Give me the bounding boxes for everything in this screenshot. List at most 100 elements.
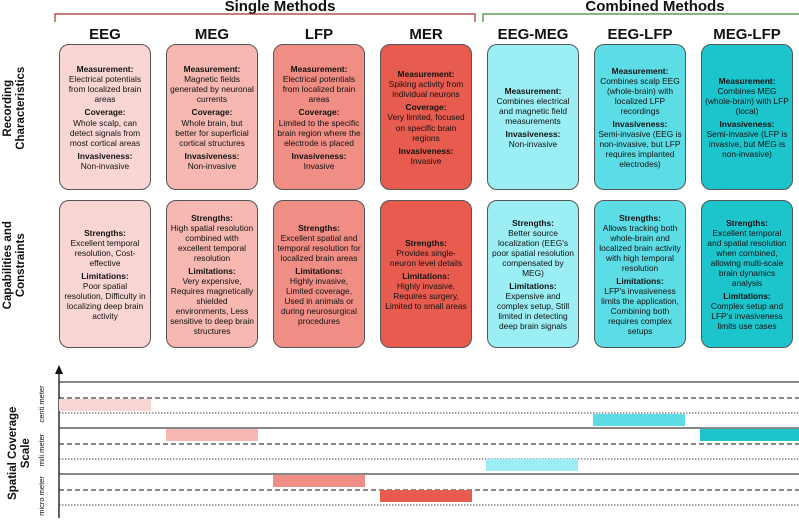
capabilities-card-meg: Strengths:High spatial resolution combin…	[166, 200, 258, 348]
card-field-text: Non-invasive	[187, 160, 237, 171]
column-header-lfp: LFP	[304, 26, 334, 43]
card-field-label: Strengths:	[512, 217, 554, 228]
capabilities-card-eeg: Strengths:Excellent temporal resolution,…	[59, 200, 151, 348]
recording-card-eeg: Measurement:Electrical potentials from l…	[59, 44, 151, 190]
card-field-label: Strengths:	[405, 237, 447, 248]
recording-card-lfp: Measurement:Electrical potentials from l…	[273, 44, 365, 190]
card-field-label: Strengths:	[84, 227, 126, 238]
card-field-label: Limitations:	[509, 281, 557, 292]
column-header-eeg-lfp: EEG-LFP	[607, 26, 673, 43]
card-field-label: Limitations:	[81, 270, 129, 281]
recording-card-eeg-meg: Measurement:Combines electrical and magn…	[487, 44, 579, 190]
card-field-text: Better source localization (EEG's poor s…	[492, 227, 574, 278]
card-field-text: Spiking activity from individual neurons	[388, 79, 464, 100]
recording-card-meg: Measurement:Magnetic fields generated by…	[166, 44, 258, 190]
card-field-text: Combines MEG (whole-brain) with LFP (loc…	[705, 85, 789, 116]
card-field-label: Strengths:	[726, 217, 768, 228]
card-field-label: Limitations:	[402, 270, 450, 281]
card-field-text: Highly invasive, Requires surgery, Limit…	[385, 281, 467, 312]
scale-bar-mer	[380, 490, 472, 502]
scale-bar-eeg-lfp	[593, 414, 685, 426]
column-header-eeg: EEG	[89, 26, 121, 43]
card-field-text: Semi-invasive (EEG is non-invasive, but …	[598, 129, 682, 170]
card-field-label: Measurement:	[290, 64, 348, 75]
card-field-label: Coverage:	[298, 107, 340, 118]
card-field-text: Invasive	[410, 155, 442, 166]
card-field-label: Limitations:	[295, 265, 343, 276]
y-axis-arrow-icon	[55, 365, 63, 374]
card-field-label: Strengths:	[191, 212, 233, 223]
scale-bar-meg	[166, 429, 258, 441]
card-field-label: Coverage:	[405, 102, 447, 113]
combined-methods-bracket	[482, 13, 799, 22]
card-field-text: Whole scalp, can detect signals from mos…	[69, 117, 141, 148]
scale-label-micro: micro meter	[37, 476, 47, 516]
card-field-text: Limited to the specific brain region whe…	[277, 117, 361, 148]
capabilities-card-meg-lfp: Strengths:Excellent temporal and spatial…	[701, 200, 793, 348]
card-field-text: Very expensive, Requires magnetically sh…	[170, 276, 254, 337]
combined-methods-title: Combined Methods	[585, 0, 725, 15]
column-header-mer: MER	[409, 26, 443, 43]
card-field-label: Measurement:	[397, 69, 455, 80]
scale-bar-eeg-meg	[486, 459, 578, 471]
column-header-eeg-meg: EEG-MEG	[497, 26, 569, 43]
card-field-text: Non-invasive	[508, 139, 558, 150]
row-label-recording: Recording Characteristics	[1, 66, 27, 150]
card-field-text: Highly invasive, Limited coverage, Used …	[281, 276, 357, 327]
card-field-label: Invasiveness:	[398, 145, 454, 156]
card-field-text: Very limited, focused on specific brain …	[387, 112, 465, 143]
card-field-text: Poor spatial resolution, Difficulty in l…	[64, 281, 146, 322]
card-field-text: Magnetic fields generated by neuronal cu…	[170, 74, 254, 105]
scale-bar-lfp	[273, 475, 365, 487]
card-field-label: Invasiveness:	[291, 150, 347, 161]
card-field-label: Measurement:	[504, 85, 562, 96]
card-field-text: Electrical potentials from localized bra…	[282, 74, 356, 105]
card-field-label: Limitations:	[616, 276, 664, 286]
scale-bar-meg-lfp	[700, 429, 799, 441]
card-field-label: Limitations:	[188, 265, 236, 276]
recording-card-meg-lfp: Measurement:Combines MEG (whole-brain) w…	[701, 44, 793, 190]
column-header-meg: MEG	[194, 26, 230, 43]
card-field-text: Whole brain, but better for superficial …	[175, 117, 249, 148]
card-field-label: Coverage:	[84, 107, 126, 118]
capabilities-card-lfp: Strengths:Excellent spatial and temporal…	[273, 200, 365, 348]
card-field-label: Coverage:	[191, 107, 233, 118]
card-field-label: Invasiveness:	[184, 150, 240, 161]
card-field-text: Expensive and complex setup, Still limit…	[496, 291, 570, 332]
card-field-text: Excellent temporal and spatial resolutio…	[707, 227, 787, 289]
card-field-text: Combines electrical and magnetic field m…	[496, 95, 570, 126]
card-field-text: LFP's invasiveness limits the applicatio…	[601, 286, 679, 337]
card-field-text: Electrical potentials from localized bra…	[68, 74, 142, 105]
card-field-text: Non-invasive	[80, 160, 130, 171]
column-header-meg-lfp: MEG-LFP	[713, 26, 781, 43]
card-field-text: Invasive	[303, 160, 335, 171]
capabilities-card-eeg-lfp: Strengths:Allows tracking both whole-bra…	[594, 200, 686, 348]
card-field-text: Excellent temporal resolution, Cost-effe…	[70, 237, 140, 268]
recording-card-mer: Measurement:Spiking activity from indivi…	[380, 44, 472, 190]
card-field-text: Provides single-neuron level details	[389, 247, 463, 268]
card-field-text: Allows tracking both whole-brain and loc…	[599, 222, 681, 273]
card-field-label: Invasiveness:	[505, 129, 561, 140]
card-field-label: Strengths:	[619, 212, 661, 223]
single-methods-title: Single Methods	[224, 0, 336, 15]
capabilities-card-eeg-meg: Strengths:Better source localization (EE…	[487, 200, 579, 348]
scale-label-mili: mili meter	[37, 433, 47, 467]
card-field-text: Semi-invasive (LFP is invasive, but MEG …	[706, 129, 788, 160]
scale-bar-eeg	[59, 399, 151, 411]
card-field-text: Combines scalp EEG (whole-brain) with lo…	[600, 75, 680, 116]
row-label-capabilities: Capabilities and Constraints	[1, 221, 27, 310]
card-field-text: Excellent spatial and temporal resolutio…	[277, 232, 361, 263]
card-field-label: Measurement:	[76, 64, 134, 75]
card-field-label: Measurement:	[183, 64, 241, 75]
recording-card-eeg-lfp: Measurement:Combines scalp EEG (whole-br…	[594, 44, 686, 190]
card-field-label: Measurement:	[718, 75, 776, 86]
group-brackets	[54, 13, 799, 22]
card-field-text: High spatial resolution combined with ex…	[170, 222, 254, 263]
card-field-label: Invasiveness:	[612, 119, 668, 129]
card-field-label: Invasiveness:	[77, 150, 133, 161]
scale-label-centi: centi meter	[37, 385, 47, 423]
single-methods-bracket	[54, 13, 476, 22]
capabilities-card-mer: Strengths:Provides single-neuron level d…	[380, 200, 472, 348]
spatial-scale-axes	[55, 365, 799, 518]
card-field-label: Invasiveness:	[719, 119, 775, 129]
